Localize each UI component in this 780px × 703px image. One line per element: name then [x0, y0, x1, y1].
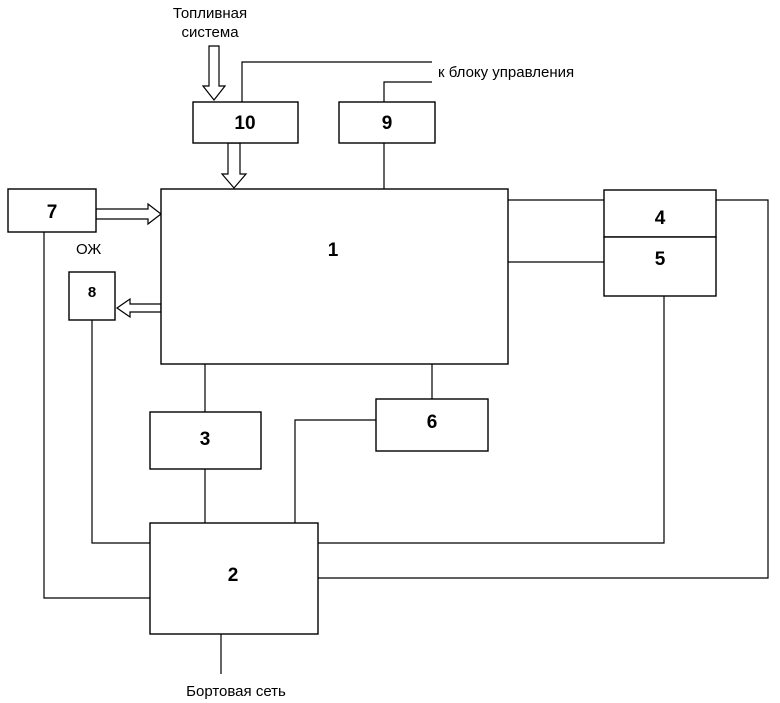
block-4: 4	[604, 190, 716, 237]
block-6-label: 6	[427, 412, 438, 433]
block-1-label: 1	[328, 240, 339, 261]
block-5: 5	[604, 237, 716, 296]
block-9: 9	[339, 102, 435, 143]
block-10: 10	[193, 102, 298, 143]
block-4-label: 4	[655, 208, 666, 229]
line-9-control	[384, 82, 432, 102]
block-8-label: 8	[88, 284, 96, 301]
coolant-label: ОЖ	[76, 241, 101, 258]
fuel-arrow	[203, 46, 225, 100]
block-3-label: 3	[200, 429, 211, 450]
block-2-label: 2	[228, 565, 239, 586]
line-6-2	[295, 420, 376, 523]
fuel-system-label-line2: система	[181, 24, 239, 41]
block-5-label: 5	[655, 249, 666, 270]
block-10-label: 10	[234, 113, 255, 134]
line-8-2	[92, 320, 150, 543]
block-8: 8	[69, 272, 115, 320]
block-7: 7	[8, 189, 96, 232]
block-6: 6	[376, 399, 488, 451]
block-7-label: 7	[47, 202, 58, 223]
coolant-out-arrow	[117, 299, 161, 317]
block-3: 3	[150, 412, 261, 469]
onboard-network-label: Бортовая сеть	[186, 683, 286, 700]
coolant-in-arrow	[96, 204, 161, 224]
control-unit-label: к блоку управления	[438, 64, 574, 81]
block-9-label: 9	[382, 113, 393, 134]
fuel-supply-arrow	[222, 143, 246, 188]
fuel-system-label-line1: Топливная	[173, 5, 247, 22]
block-2: 2	[150, 523, 318, 634]
block-1: 1	[161, 189, 508, 364]
